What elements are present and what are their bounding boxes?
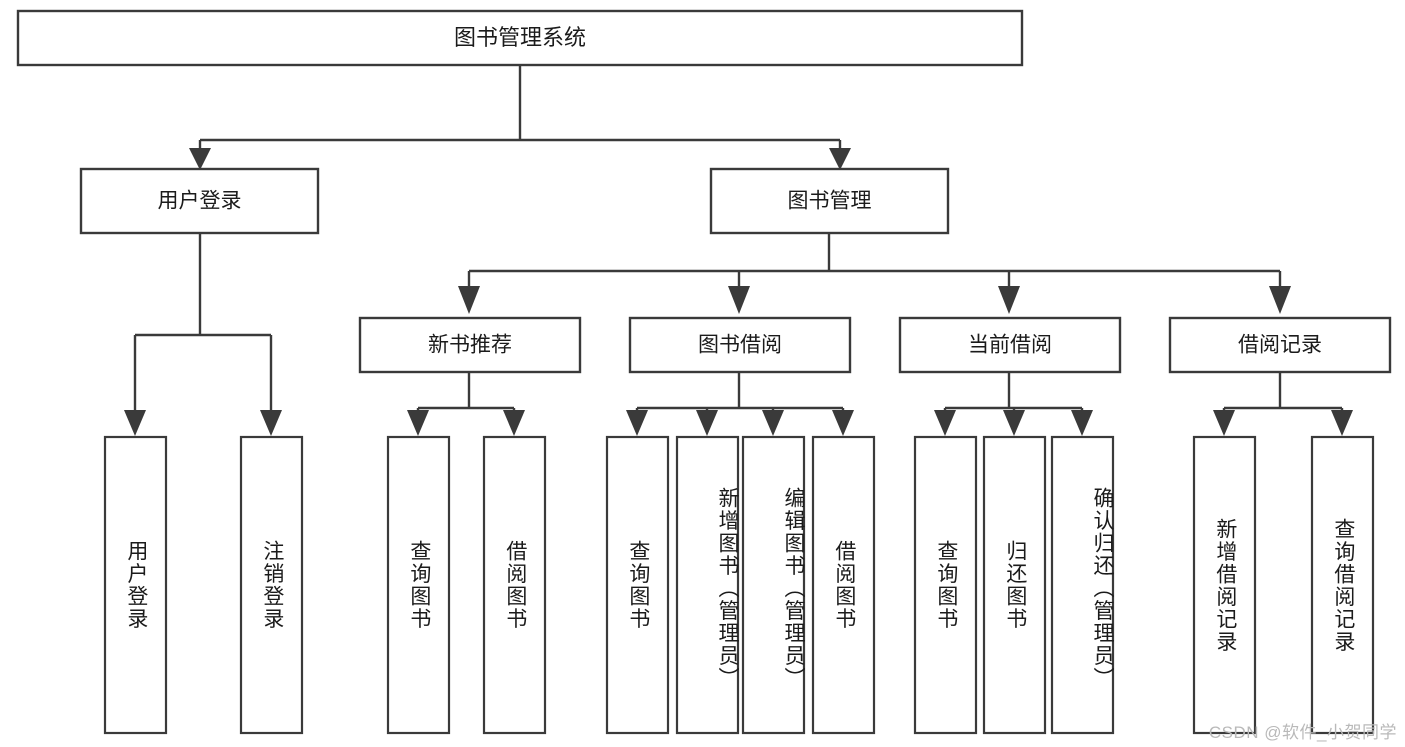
node-root-label: 图书管理系统 <box>454 25 586 50</box>
edge-book-management-to-level3 <box>458 233 1291 314</box>
node-book-management[interactable] <box>709 167 950 235</box>
leaf-query-book-recommend[interactable] <box>386 435 451 735</box>
node-new-book-recommend[interactable] <box>358 316 582 374</box>
node-current-borrow[interactable] <box>898 316 1122 374</box>
edge-user-login-to-leaves <box>124 233 282 436</box>
edge-root-to-level2 <box>189 65 851 170</box>
node-new-book-recommend-label: 新书推荐 <box>428 334 512 357</box>
leaf-edit-book-admin[interactable] <box>741 435 806 735</box>
leaf-query-book-current[interactable] <box>913 435 978 735</box>
leaf-add-book-admin[interactable] <box>675 435 740 735</box>
leaf-add-borrow-record[interactable] <box>1192 435 1257 735</box>
edge-book-borrow-to-leaves <box>626 372 854 436</box>
leaf-borrow-book[interactable] <box>811 435 876 735</box>
leaf-borrow-book-recommend[interactable] <box>482 435 547 735</box>
csdn-watermark: CSDN @软件_小贺同学 <box>1208 723 1397 742</box>
leaf-logout[interactable] <box>239 435 304 735</box>
node-user-login-label: 用户登录 <box>158 190 242 213</box>
edge-current-borrow-to-leaves <box>934 372 1093 436</box>
leaf-return-book[interactable] <box>982 435 1047 735</box>
edge-new-book-to-leaves <box>407 372 525 436</box>
node-current-borrow-label: 当前借阅 <box>968 334 1052 357</box>
node-borrow-record[interactable] <box>1168 316 1392 374</box>
leaf-query-book-borrow[interactable] <box>605 435 670 735</box>
leaf-confirm-return-admin[interactable] <box>1050 435 1115 735</box>
edge-borrow-record-to-leaves <box>1213 372 1353 436</box>
node-book-borrow[interactable] <box>628 316 852 374</box>
node-user-login[interactable] <box>79 167 320 235</box>
node-book-borrow-label: 图书借阅 <box>698 334 782 357</box>
node-book-management-label: 图书管理 <box>788 190 872 213</box>
leaf-user-login[interactable] <box>103 435 168 735</box>
node-borrow-record-label: 借阅记录 <box>1238 334 1322 357</box>
node-root-book-management-system[interactable] <box>16 9 1024 67</box>
leaf-query-borrow-record[interactable] <box>1310 435 1375 735</box>
